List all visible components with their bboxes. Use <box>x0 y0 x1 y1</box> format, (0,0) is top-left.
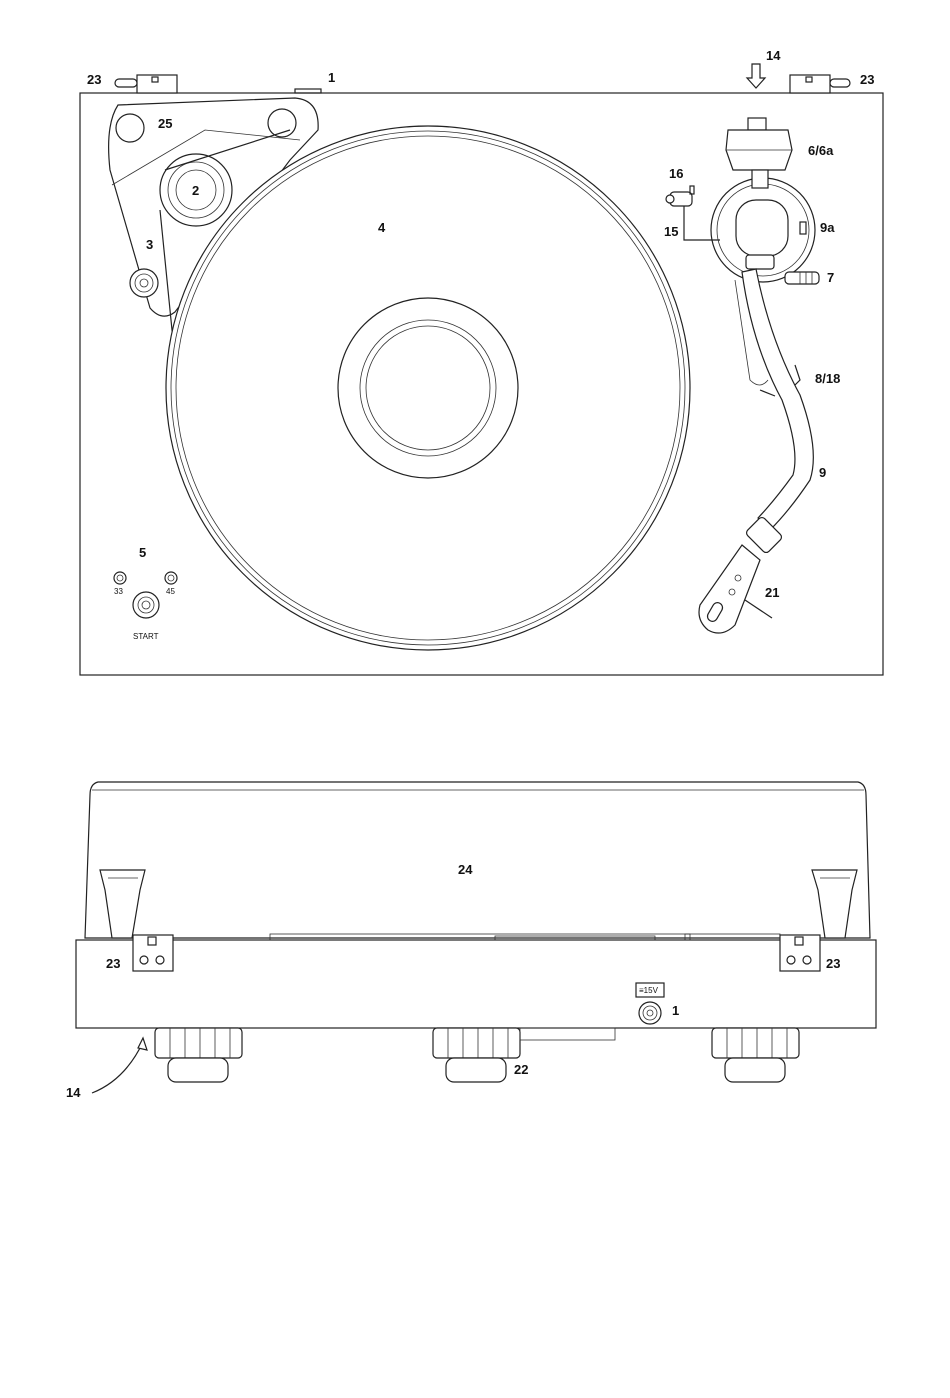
callout-16: 16 <box>669 166 683 181</box>
callout-23-side-left: 23 <box>106 956 120 971</box>
callout-7: 7 <box>827 270 834 285</box>
tonearm <box>735 255 813 530</box>
platter <box>166 126 690 650</box>
callout-23-side-right: 23 <box>826 956 840 971</box>
headshell <box>699 516 783 633</box>
callout-22: 22 <box>514 1062 528 1077</box>
hinge-side-right <box>780 935 820 971</box>
speed-33-label: 33 <box>114 587 123 596</box>
hinge-top-left <box>115 75 177 93</box>
callout-1-side: 1 <box>672 1003 679 1018</box>
top-view: 33 45 START 23 1 14 23 25 2 3 4 6/6a 16 … <box>80 48 883 675</box>
foot-right <box>712 1028 799 1082</box>
hinge-side-left <box>133 935 173 971</box>
hinge-top-right <box>790 75 850 93</box>
speed-45-label: 45 <box>166 587 175 596</box>
callout-8-18: 8/18 <box>815 371 840 386</box>
callout-9a: 9a <box>820 220 835 235</box>
arrow-down-icon <box>747 64 765 88</box>
callout-6-6a: 6/6a <box>808 143 834 158</box>
dust-cover <box>85 782 870 938</box>
speed-panel: 33 45 START <box>114 572 177 641</box>
callout-14-top: 14 <box>766 48 781 63</box>
belt-guide <box>130 269 158 297</box>
voltage-label: ≡15V <box>639 986 659 995</box>
speed-33-button[interactable] <box>114 572 126 584</box>
counterweight <box>726 118 792 188</box>
callout-21: 21 <box>765 585 779 600</box>
callout-5: 5 <box>139 545 146 560</box>
start-button[interactable] <box>133 592 159 618</box>
arm-lift <box>795 365 800 385</box>
callout-2: 2 <box>192 183 199 198</box>
antiskating <box>785 272 819 284</box>
callout-24: 24 <box>458 862 473 877</box>
callout-25: 25 <box>158 116 172 131</box>
cue-lever <box>666 186 694 206</box>
callout-3: 3 <box>146 237 153 252</box>
callout-14-side: 14 <box>66 1085 81 1100</box>
callout-23-top-left: 23 <box>87 72 101 87</box>
start-label: START <box>133 632 159 641</box>
curved-arrow-icon <box>92 1038 147 1093</box>
callout-4: 4 <box>378 220 386 235</box>
speed-45-button[interactable] <box>165 572 177 584</box>
callout-23-top-right: 23 <box>860 72 874 87</box>
callout-1-top: 1 <box>328 70 335 85</box>
callout-9: 9 <box>819 465 826 480</box>
side-view: ≡15V <box>66 782 876 1100</box>
foot-left <box>155 1028 242 1082</box>
power-socket-tab <box>295 89 321 93</box>
callout-15: 15 <box>664 224 678 239</box>
side-plinth <box>76 940 876 1028</box>
